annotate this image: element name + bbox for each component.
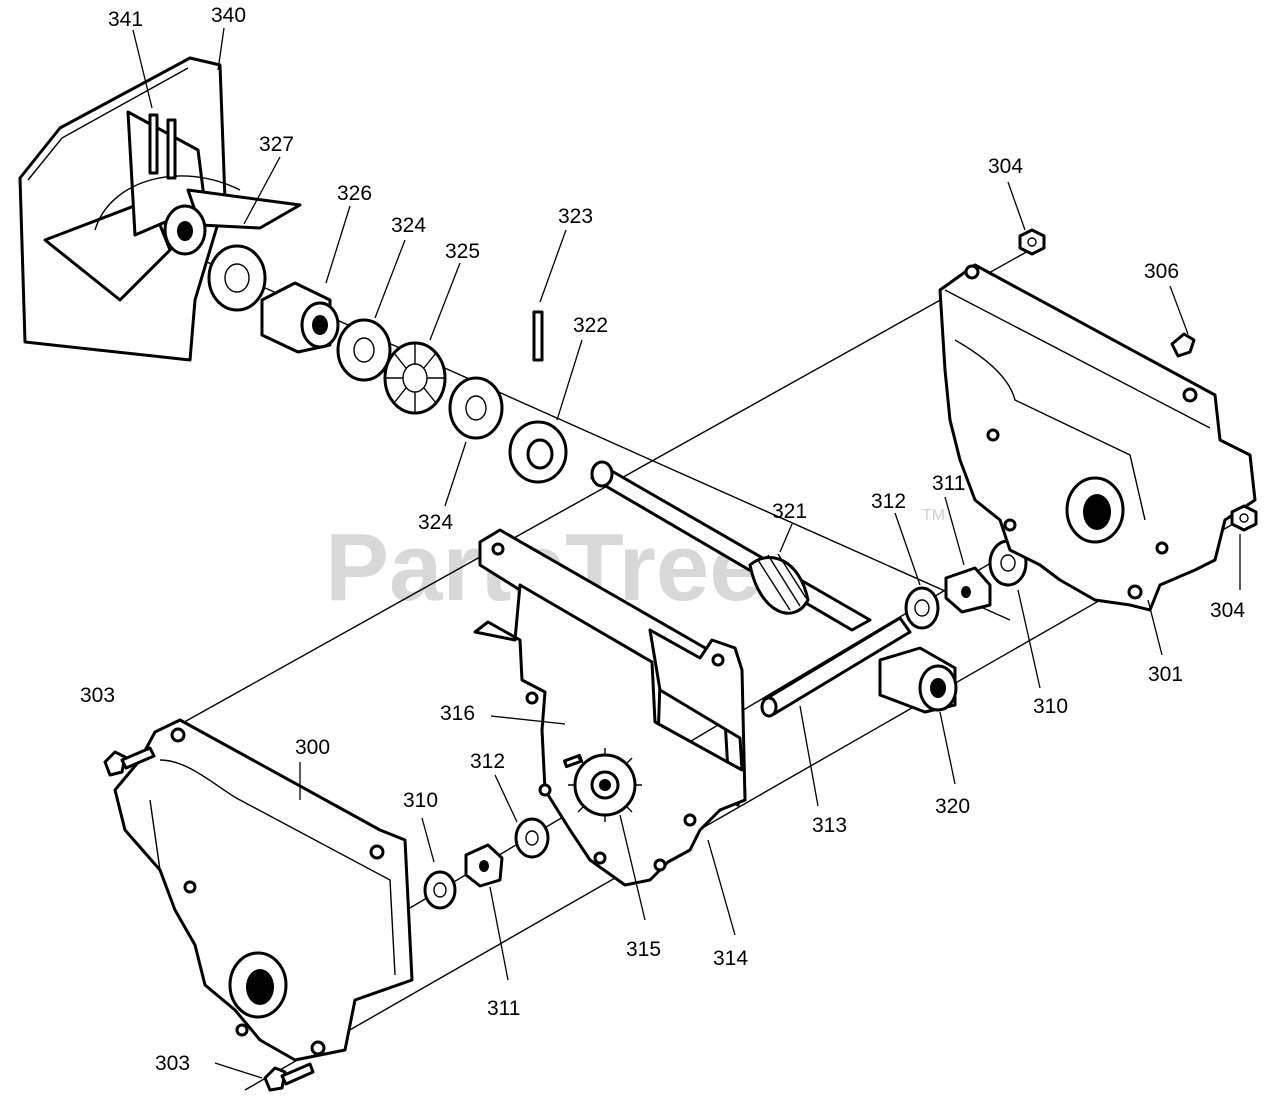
chute-hub-bore — [177, 221, 193, 241]
callout-310-left: 310 — [403, 789, 438, 812]
shaft-313 — [760, 616, 912, 718]
callout-301: 301 — [1148, 663, 1183, 686]
washer-327 — [207, 244, 267, 312]
callout-312-right: 312 — [871, 490, 906, 513]
callout-300: 300 — [295, 736, 330, 759]
worm-shaft-321 — [590, 460, 872, 632]
callout-340: 340 — [211, 4, 246, 27]
callout-325: 325 — [445, 240, 480, 263]
thrust-bearing-325 — [383, 341, 447, 415]
callout-311-left: 311 — [487, 997, 520, 1020]
watermark-trademark: TM — [922, 507, 945, 524]
callout-324-lower: 324 — [418, 511, 453, 534]
callout-313: 313 — [812, 814, 847, 837]
gear-case-300 — [113, 718, 414, 1062]
leader-lines — [132, 27, 1241, 1079]
callout-323: 323 — [558, 205, 593, 228]
bushing-326 — [260, 281, 340, 354]
callout-312-left: 312 — [470, 750, 505, 773]
nut-304-right — [1230, 504, 1258, 532]
callout-326: 326 — [337, 182, 372, 205]
bushing-311-left — [464, 843, 504, 888]
pin-341-a — [148, 113, 159, 175]
top-bolt-line — [169, 249, 1031, 731]
gear-case-301 — [938, 263, 1257, 612]
chute-bracket-340 — [18, 56, 302, 362]
nut-304-top — [1018, 228, 1046, 256]
callout-320: 320 — [935, 795, 970, 818]
callout-304-top: 304 — [988, 155, 1023, 178]
callout-311-right: 311 — [932, 472, 965, 495]
callout-321: 321 — [772, 500, 807, 523]
callout-labels: 341 340 327 326 324 325 323 322 324 304 … — [80, 4, 1245, 1075]
chute-plate-edge — [27, 67, 189, 181]
callout-303-bottom: 303 — [155, 1052, 190, 1075]
callout-341: 341 — [108, 8, 143, 31]
grease-fitting-306 — [1170, 332, 1196, 358]
collar-322 — [508, 420, 568, 484]
callout-310-right: 310 — [1033, 695, 1068, 718]
bottom-bolt-line — [244, 519, 1241, 1091]
screw-303-bottom — [263, 1062, 315, 1092]
washer-312-right — [904, 586, 940, 630]
callout-322: 322 — [573, 314, 608, 337]
callout-314: 314 — [713, 947, 748, 970]
callout-324-upper: 324 — [391, 214, 426, 237]
pin-323 — [532, 310, 544, 362]
washer-312-left — [514, 817, 550, 859]
callout-316: 316 — [440, 702, 475, 725]
washer-324-lower — [448, 376, 504, 440]
callout-327: 327 — [259, 133, 294, 156]
screw-303-top — [103, 746, 156, 777]
callout-303-top: 303 — [80, 684, 115, 707]
pin-341-b — [166, 118, 177, 180]
bushing-311-right — [944, 566, 992, 614]
key-316 — [562, 753, 584, 769]
gasket-plate-314 — [473, 583, 747, 887]
chute-curve — [94, 175, 241, 231]
callout-306: 306 — [1144, 260, 1179, 283]
callout-304-right: 304 — [1210, 599, 1245, 622]
washer-324-upper — [336, 318, 392, 382]
washer-310-left — [423, 870, 457, 910]
gear-315 — [568, 748, 642, 822]
bushing-320 — [878, 646, 958, 714]
callout-315: 315 — [626, 938, 661, 961]
